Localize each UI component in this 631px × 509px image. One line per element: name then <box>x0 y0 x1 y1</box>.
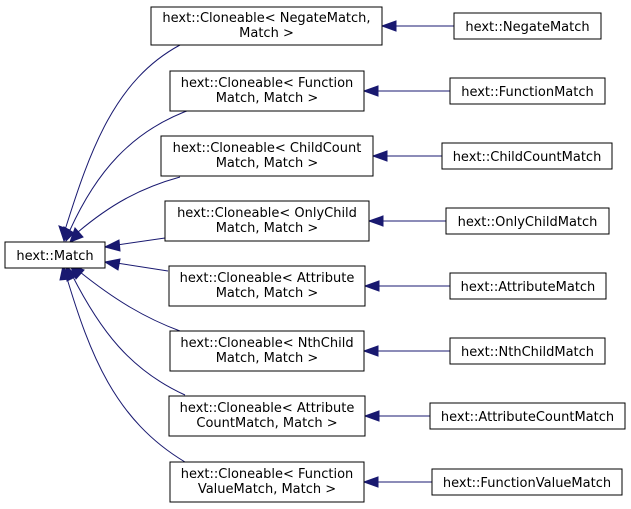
class-node-cloneable-functionmatch[interactable]: hext::Cloneable< Function Match, Match > <box>169 70 365 112</box>
class-label: hext::AttributeCountMatch <box>441 410 614 425</box>
class-label-line-2: Match, Match > <box>216 286 319 301</box>
class-label: hext::NthChildMatch <box>461 345 594 360</box>
edge-match-attributecount <box>71 274 186 396</box>
arrowhead <box>363 410 380 422</box>
class-node-functionmatch[interactable]: hext::FunctionMatch <box>449 77 606 105</box>
class-label-line-2: Match > <box>239 26 294 41</box>
class-node-childcountmatch[interactable]: hext::ChildCountMatch <box>441 142 613 170</box>
class-label-line-1: hext::Cloneable< ChildCount <box>173 141 362 156</box>
edge-match-childcount <box>77 176 181 233</box>
arrowhead <box>63 226 75 243</box>
class-node-attributecountmatch[interactable]: hext::AttributeCountMatch <box>429 402 626 430</box>
arrowhead <box>59 264 72 281</box>
edges-base-to-templates <box>58 44 196 463</box>
class-node-cloneable-onlychildmatch[interactable]: hext::Cloneable< OnlyChild Match, Match … <box>164 200 370 242</box>
class-label-line-1: hext::Cloneable< NthChild <box>180 336 353 351</box>
edge-match-function <box>69 107 196 231</box>
arrowhead <box>103 258 121 271</box>
class-label-line-2: Match, Match > <box>216 156 319 171</box>
arrowhead <box>362 345 379 357</box>
arrowhead <box>380 20 397 32</box>
class-label-line-1: hext::Cloneable< OnlyChild <box>177 206 357 221</box>
class-node-cloneable-attributematch[interactable]: hext::Cloneable< Attribute Match, Match … <box>168 265 366 307</box>
class-label: hext::FunctionValueMatch <box>443 476 611 491</box>
arrowhead <box>367 215 384 227</box>
class-label-line-2: Match, Match > <box>216 91 319 106</box>
class-node-cloneable-functionvaluematch[interactable]: hext::Cloneable< Function ValueMatch, Ma… <box>169 461 365 503</box>
edges-templates-to-derived <box>362 20 454 488</box>
class-label-line-2: CountMatch, Match > <box>196 416 337 431</box>
class-node-cloneable-negatematch[interactable]: hext::Cloneable< NegateMatch, Match > <box>150 6 383 46</box>
class-node-onlychildmatch[interactable]: hext::OnlyChildMatch <box>445 207 610 235</box>
arrowhead <box>362 476 379 488</box>
arrowhead <box>69 227 84 243</box>
class-label-line-1: hext::Cloneable< NegateMatch, <box>162 11 370 26</box>
class-label-line-2: Match, Match > <box>216 351 319 366</box>
class-label-line-1: hext::Cloneable< Attribute <box>180 401 355 416</box>
arrowhead <box>371 150 388 162</box>
edge-match-functionvalue <box>65 274 186 463</box>
arrowhead <box>103 239 121 252</box>
class-node-cloneable-attributecountmatch[interactable]: hext::Cloneable< Attribute CountMatch, M… <box>168 395 366 437</box>
class-label-line-1: hext::Cloneable< Function <box>181 76 354 91</box>
edge-match-nthchild <box>79 271 181 332</box>
class-label: hext::NegateMatch <box>465 20 589 35</box>
class-label: hext::Match <box>16 249 93 264</box>
class-label: hext::ChildCountMatch <box>453 150 602 165</box>
class-label: hext::FunctionMatch <box>461 85 594 100</box>
class-node-functionvaluematch[interactable]: hext::FunctionValueMatch <box>431 468 623 496</box>
arrowhead <box>363 280 380 292</box>
class-node-nthchildmatch[interactable]: hext::NthChildMatch <box>449 337 606 365</box>
class-label-line-2: ValueMatch, Match > <box>198 482 336 497</box>
arrowhead <box>362 85 379 97</box>
edge-match-negate <box>64 44 181 231</box>
class-node-attributematch[interactable]: hext::AttributeMatch <box>449 272 607 300</box>
class-node-cloneable-nthchildmatch[interactable]: hext::Cloneable< NthChild Match, Match > <box>169 330 365 372</box>
class-node-negatematch[interactable]: hext::NegateMatch <box>453 12 602 40</box>
class-label-line-1: hext::Cloneable< Attribute <box>180 271 355 286</box>
class-label: hext::OnlyChildMatch <box>458 215 598 230</box>
class-label: hext::AttributeMatch <box>461 280 596 295</box>
class-node-cloneable-childcountmatch[interactable]: hext::Cloneable< ChildCount Match, Match… <box>160 135 374 177</box>
class-label-line-1: hext::Cloneable< Function <box>181 467 354 482</box>
class-node-match[interactable]: hext::Match <box>4 241 106 269</box>
class-label-line-2: Match, Match > <box>216 221 319 236</box>
